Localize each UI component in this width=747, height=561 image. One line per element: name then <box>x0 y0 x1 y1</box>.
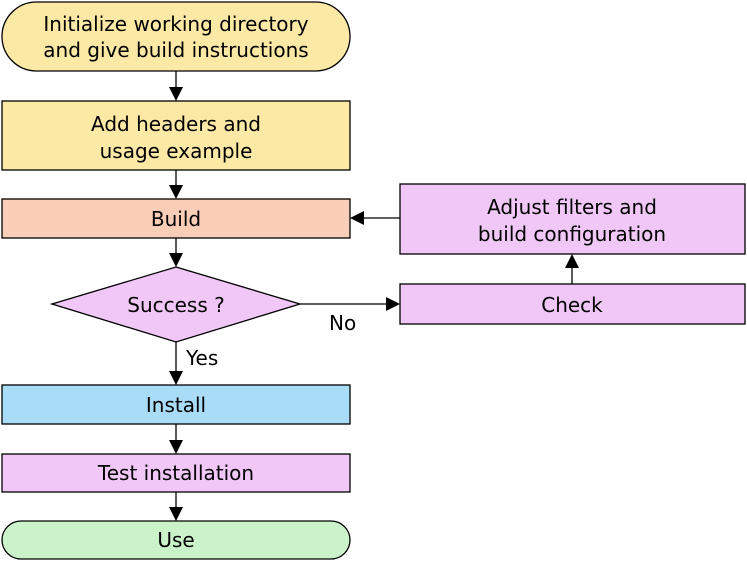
node-install-shape <box>1 384 351 425</box>
node-install: Install <box>1 384 351 425</box>
arrowhead-success-to-check <box>386 297 400 311</box>
arrowhead-init-to-headers <box>169 87 183 101</box>
node-success-decision-label: Success ? <box>127 293 224 317</box>
arrowhead-adjust-to-build <box>350 211 364 225</box>
edge-label-yes: Yes <box>185 346 218 370</box>
node-success-decision-shape <box>49 266 303 343</box>
node-check-label: Check <box>541 293 603 317</box>
node-build: Build <box>1 198 351 239</box>
node-check: Check <box>399 283 746 325</box>
node-initialize: Initialize working directory and give bu… <box>1 1 351 72</box>
arrowhead-test-to-use <box>169 507 183 521</box>
node-adjust-filters-line-1: Adjust filters and <box>487 195 657 219</box>
node-build-label: Build <box>151 207 201 231</box>
node-initialize-shape <box>1 1 351 72</box>
arrowhead-install-to-test <box>169 440 183 454</box>
node-adjust-filters-shape <box>399 183 746 255</box>
node-success-decision: Success ? <box>49 266 303 343</box>
arrowhead-headers-to-build <box>169 185 183 199</box>
node-use-shape <box>1 520 351 560</box>
node-add-headers: Add headers and usage example <box>1 100 351 171</box>
node-test-installation-label: Test installation <box>97 461 254 485</box>
node-use: Use <box>1 520 351 560</box>
arrowhead-check-to-adjust <box>565 254 579 268</box>
node-check-shape <box>399 283 746 325</box>
node-initialize-line-2: and give build instructions <box>43 38 308 62</box>
arrowhead-success-to-install <box>169 371 183 385</box>
node-add-headers-line-1: Add headers and <box>91 112 261 136</box>
node-install-label: Install <box>146 393 206 417</box>
node-test-installation-shape <box>1 453 351 493</box>
node-adjust-filters-line-2: build configuration <box>478 222 666 246</box>
edge-label-no: No <box>329 311 356 335</box>
node-build-shape <box>1 198 351 239</box>
node-test-installation: Test installation <box>1 453 351 493</box>
node-add-headers-shape <box>1 100 351 171</box>
node-initialize-line-1: Initialize working directory <box>43 12 308 36</box>
node-use-label: Use <box>157 528 194 552</box>
arrowhead-build-to-success <box>169 253 183 267</box>
node-add-headers-line-2: usage example <box>100 139 253 163</box>
node-adjust-filters: Adjust filters and build configuration <box>399 183 746 255</box>
